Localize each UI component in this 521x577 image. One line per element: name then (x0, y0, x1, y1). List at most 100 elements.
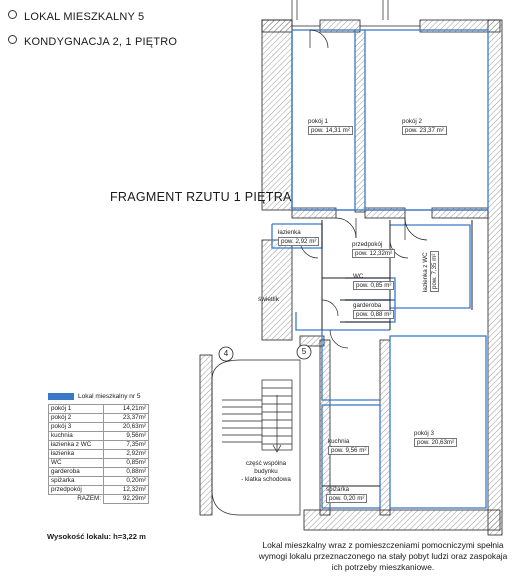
room-area: pow. 0,20 m² (326, 494, 368, 503)
legend-row-value: 9,56m² (103, 431, 149, 441)
staircase (211, 359, 301, 516)
room-area: pow. 2,92 m² (278, 237, 320, 246)
wall-kitchen-right (379, 339, 391, 516)
room-area: pow. 7,35 m² (430, 250, 439, 292)
staircase-label-line: część wspólna (245, 460, 287, 467)
skylight-label: świetlik (258, 296, 279, 303)
apartment-boundary (271, 29, 489, 509)
apartment-height: Wysokość lokalu: h=3,22 m (47, 532, 146, 541)
legend-row-value: 12,32m² (103, 485, 149, 495)
wall-mid-vertical (354, 29, 366, 213)
wall-right (487, 19, 503, 536)
wall-left-upper (261, 19, 293, 211)
grid-marker-5 (296, 344, 312, 360)
wall-left-mid (261, 239, 293, 341)
header-line-1-text: LOKAL MIESZKALNY 5 (24, 11, 145, 23)
legend-row-name: spiżarka (48, 476, 104, 486)
legend-row-name: garderoba (48, 467, 104, 477)
legend-row-name: WC (48, 458, 104, 468)
legend-row-value: 0,85m² (103, 458, 149, 468)
legend-title: Lokal mieszkalny nr 5 (78, 392, 141, 400)
legend-row-name: łazienka z WC (48, 440, 104, 450)
room-name: pokój 2 (402, 118, 422, 125)
grid-markers (218, 344, 312, 362)
header-line-1: LOKAL MIESZKALNY 5 (8, 10, 144, 23)
legend-swatch (48, 392, 74, 400)
legend-row-name: kuchnia (48, 431, 104, 441)
staircase-label-line: budynku (254, 468, 278, 475)
wall-bottom (303, 509, 501, 531)
wall-mid-h2 (364, 207, 406, 219)
legend-row-value: 23,37m² (103, 413, 149, 423)
legend-row-name: przedpokój (48, 485, 104, 495)
room-name: kuchnia (328, 438, 350, 445)
room-area: pow. 9,56 m² (328, 446, 370, 455)
grid-marker-5-label: 5 (301, 347, 307, 356)
legend-row-name: łazienka (48, 449, 104, 459)
staircase-label-line: - klatka schodowa (241, 476, 291, 483)
room-area: pow. 0,85 m² (353, 281, 395, 290)
door-swings (299, 29, 428, 349)
room-name: pokój 1 (308, 118, 328, 125)
caption-note: Lokal mieszkalny wraz z pomieszczeniami … (258, 540, 508, 572)
room-name: garderoba (353, 302, 382, 309)
room-name: spiżarka (326, 486, 350, 493)
legend-row-name: pokój 1 (48, 404, 104, 414)
fragment-title: FRAGMENT RZUTU 1 PIĘTRA (110, 190, 292, 204)
legend-row-value: 7,35m² (103, 440, 149, 450)
bullet-circle-icon (8, 10, 17, 19)
legend-total-value: 92,29m² (103, 494, 149, 504)
legend-total-row: RAZEM:92,29m² (48, 494, 149, 504)
legend-row-value: 20,63m² (103, 422, 149, 432)
room-area: pow. 23,37 m² (402, 126, 447, 135)
room-name: łazienka z WC (422, 252, 429, 292)
room-name: WC (353, 273, 364, 280)
header-line-2: KONDYGNACJA 2, 1 PIĘTRO (8, 35, 177, 48)
legend-row-value: 14,21m² (103, 404, 149, 414)
legend-total-label: RAZEM: (48, 494, 104, 504)
walls (199, 19, 503, 536)
legend-header: Lokal mieszkalny nr 5 (48, 391, 149, 401)
room-area: pow. 20,63m² (414, 438, 458, 447)
wall-stair-left (199, 354, 213, 516)
room-name: pokój 3 (414, 430, 434, 437)
legend-row-value: 2,92m² (103, 449, 149, 459)
windows-top (291, 0, 420, 27)
wall-mid-h3 (431, 207, 489, 219)
legend-row-value: 0,20m² (103, 476, 149, 486)
wall-mid-h1 (291, 207, 337, 219)
room-area: pow. 0,88 m² (353, 310, 395, 319)
room-name: łazienka (278, 229, 301, 236)
legend-row-value: 0,88m² (103, 467, 149, 477)
room-name: przedpokój (352, 241, 383, 248)
bullet-circle-icon (8, 35, 17, 44)
room-area: pow. 14,31 m² (308, 126, 353, 135)
staircase-label: część wspólna budynku - klatka schodowa (230, 460, 302, 484)
grid-marker-4 (218, 346, 234, 362)
grid-marker-4-label: 4 (223, 349, 229, 358)
legend-row-name: pokój 3 (48, 422, 104, 432)
legend-row-name: pokój 2 (48, 413, 104, 423)
